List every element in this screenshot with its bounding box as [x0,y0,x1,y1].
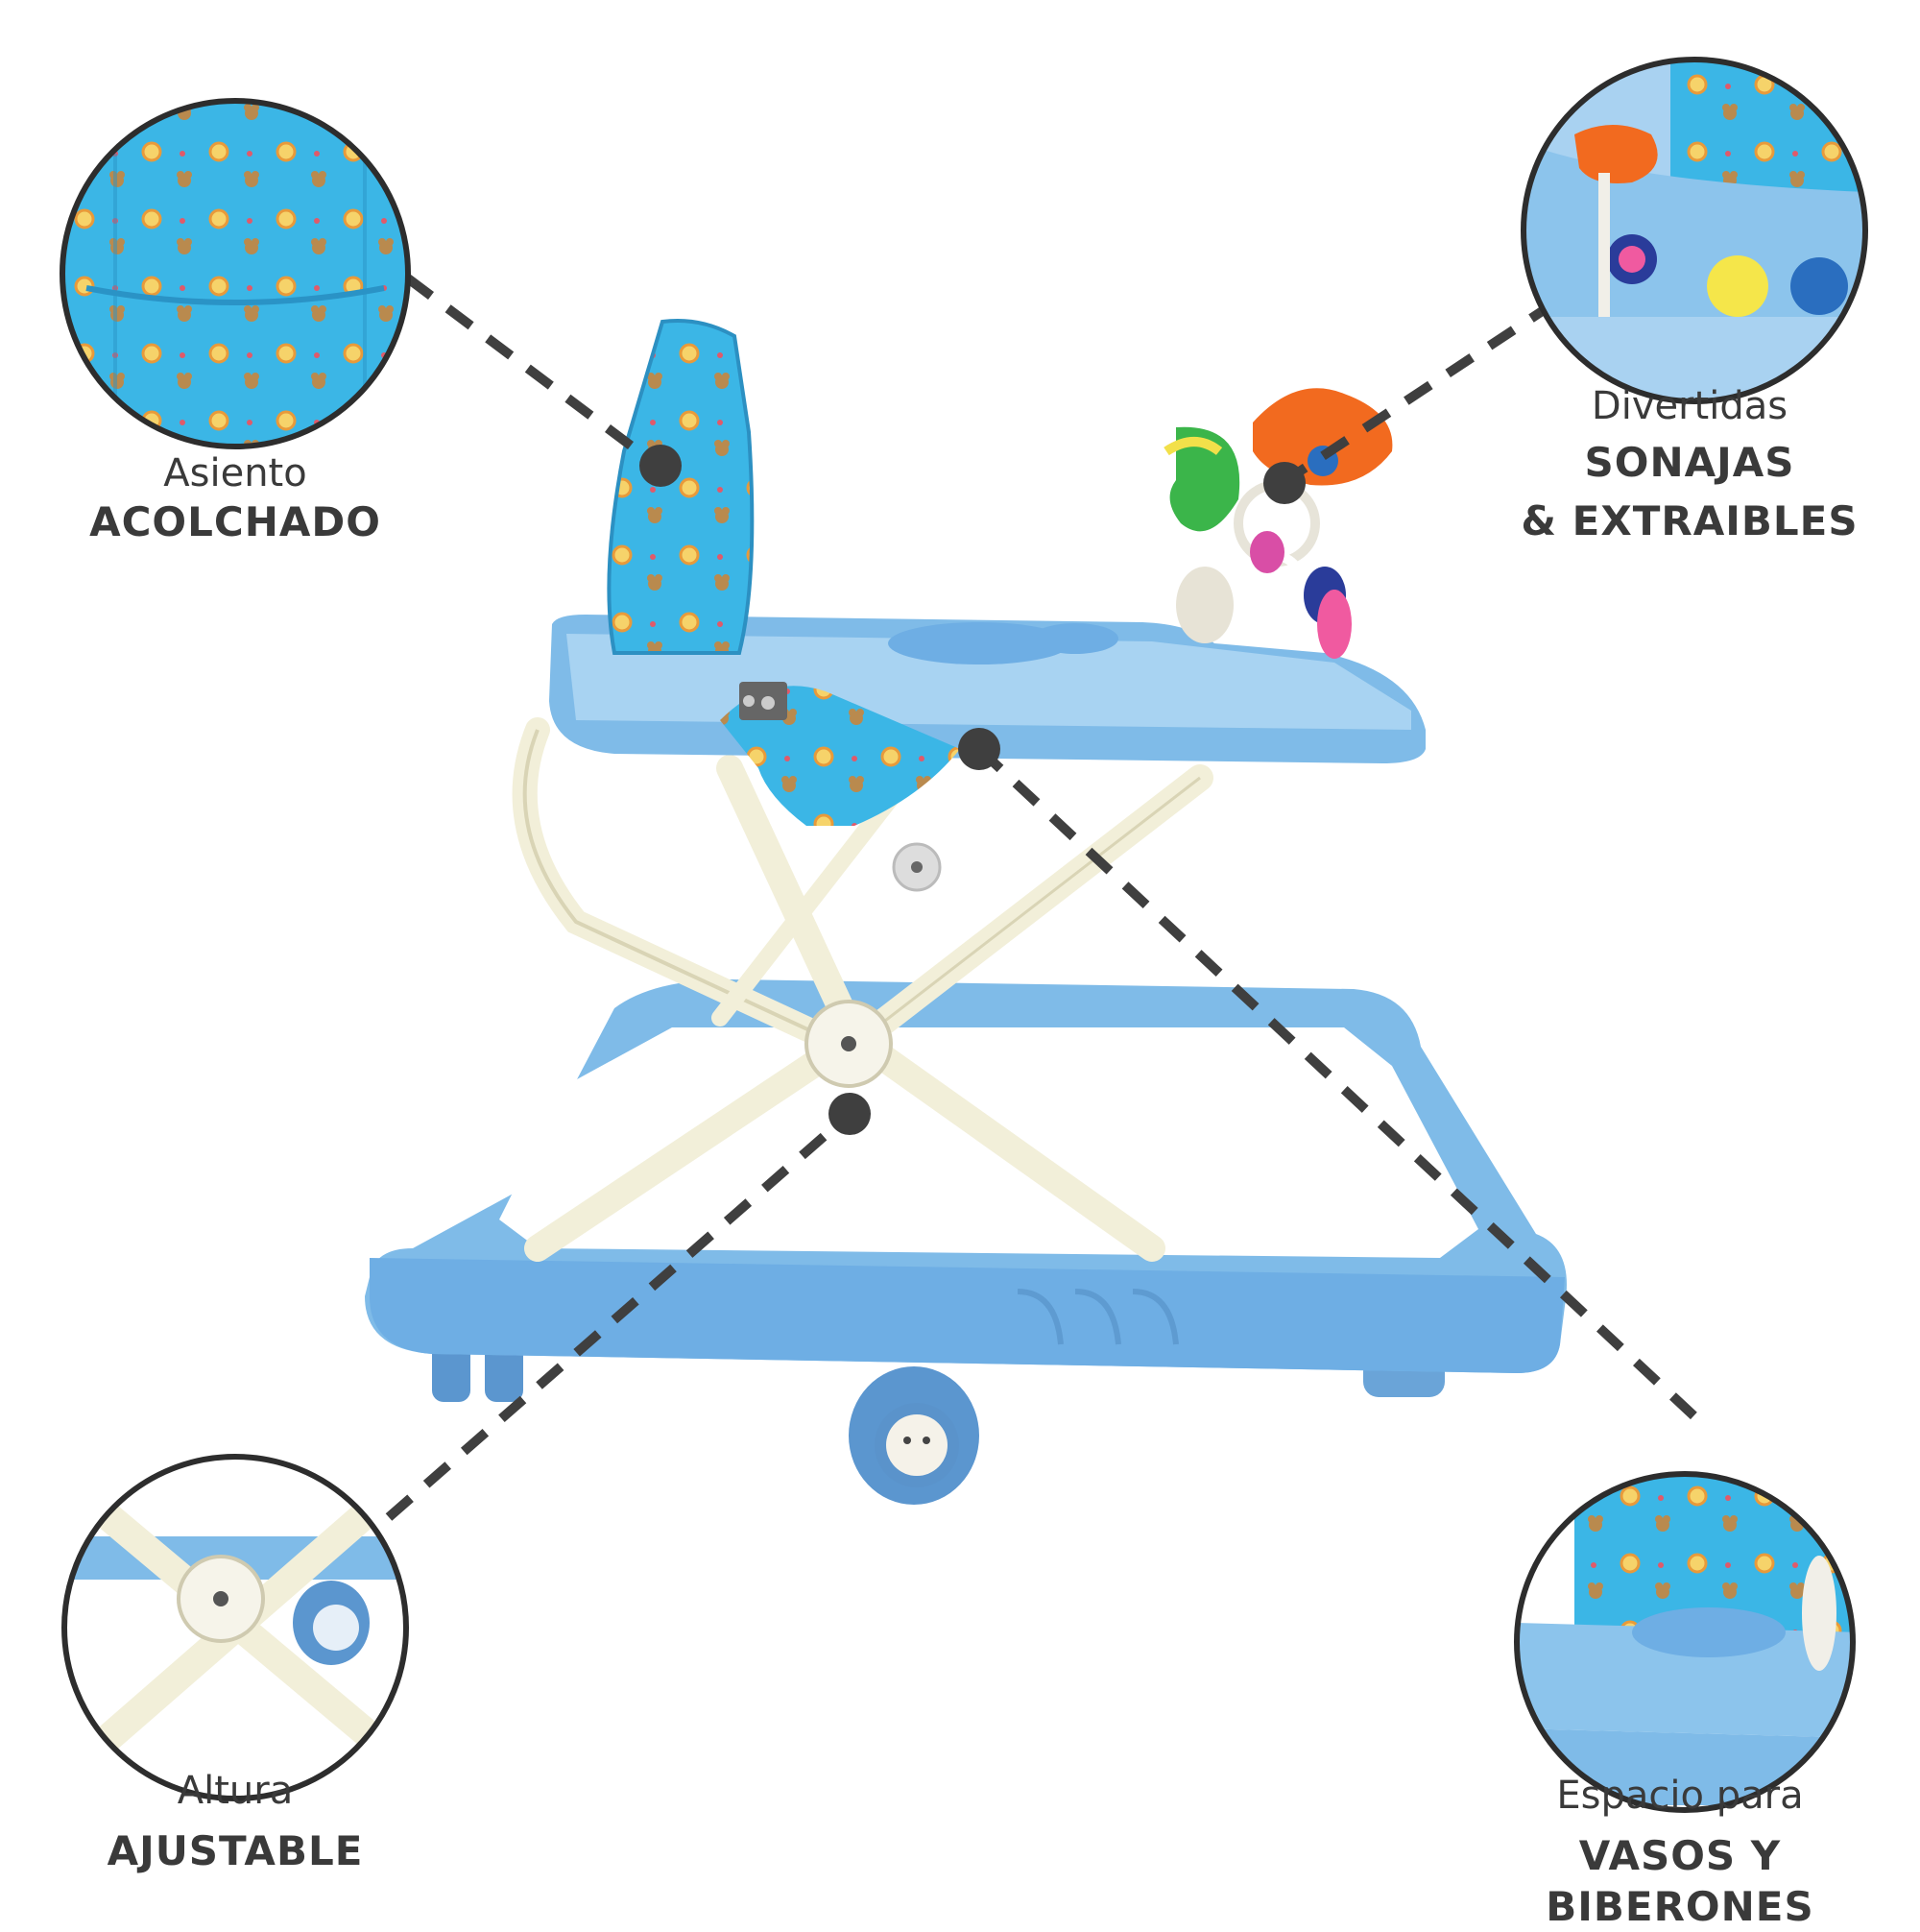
callout-dots [639,445,1306,1135]
seat-label-light: Asiento [163,451,307,495]
toys-label-bold-2: & EXTRAIBLES [1521,496,1859,544]
zoom-cups [1514,1471,1856,1813]
padded-seat [607,319,960,826]
cups-label-light: Espacio para [1556,1774,1804,1818]
dot-seat [639,445,682,487]
front-wheel [849,1366,979,1505]
zoom-seat [60,98,411,449]
cups-label-bold: VASOS Y BIBERONES [1546,1832,1814,1930]
callout-height: Altura AJUSTABLE [58,1767,413,1877]
connector-height [385,1110,853,1521]
callout-toys: Divertidas SONAJAS & EXTRAIBLES [1498,382,1882,546]
zoom-height [61,1454,409,1801]
dot-height [828,1093,871,1135]
baby-walker [365,319,1567,1505]
walker-base [365,979,1567,1373]
connector-toys [1284,298,1558,485]
seat-label-bold: ACOLCHADO [89,498,381,545]
connector-seat [405,275,660,470]
dot-cups [958,728,1000,770]
toys-label-bold-1: SONAJAS [1584,439,1795,486]
height-label-bold: AJUSTABLE [107,1827,364,1874]
toys-label-light: Divertidas [1591,384,1788,428]
rattle-toys [1164,388,1393,659]
folding-frame [512,717,1213,1262]
callout-seat: Asiento ACOLCHADO [58,449,413,548]
callout-cups: Espacio para VASOS Y BIBERONES [1450,1772,1910,1932]
connector-cups [975,745,1698,1420]
callout-connectors [385,275,1698,1521]
height-label-light: Altura [177,1769,294,1813]
zoom-toys [1521,57,1868,404]
dot-toys [1263,462,1306,504]
